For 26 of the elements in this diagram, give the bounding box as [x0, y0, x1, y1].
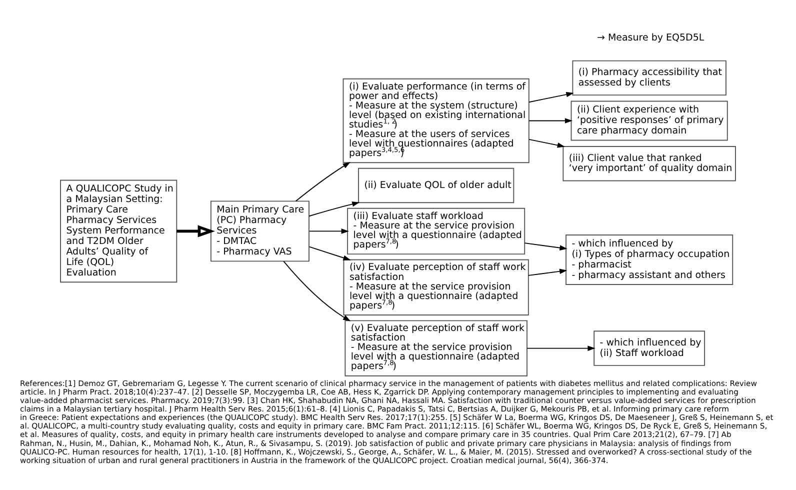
- arrow: [176, 225, 215, 238]
- arrow: [528, 268, 568, 276]
- node-box: - which influenced by (ii) Staff workload: [594, 330, 706, 366]
- node-box: (ii) Evaluate QOL of older adult: [358, 168, 514, 204]
- caption: References:[1] Demoz GT, Gebremariam G, Legesse Y. The current scenario of clinical pharmacy service in the management of patients with diabetes mellitus and related complications: Review article. In J Pharm Pract. 2018;10(4):237–47. [2] Desselle SP, Moczygemba LR, Coe AB, Hess K, Zgarrick DP. Applying contemporary management principles to implementing and evaluating value-added pharmacist services. Pharmacy. 2019;7(3):99. [3] Chan HK, Shahabudin NA, Ghani NA, Hassali MA. Satisfaction with traditional counter versus value-added services for prescription claims in a Malaysian tertiary hospital. J Pharm Health Serv Res. 2015;6(1):61–8. [4] Lionis C, Papadakis S, Tatsi C, Bertsias A, Duijker G, Mekouris PB, et al. Informing primary care reform in Greece: Patient expectations and experiences (the QUALICOPC study). BMC Health Serv Res. 2017;17(1):255. [5] Schäfer W La, Boerma WG, Kringos DS, De Maeseneer J, Greß S, Heinemann S, et al. QUALICOPC, a multi-country study evaluating quality, costs and equity in primary care. BMC Fam Pract. 2011;12:115. [6] Schäfer WL, Boerma WG, Kringos DS, De Ryck E, Greß S, Heinemann S, et al. Measures of quality, costs, and equity in primary health care instruments developed to analyse and compare primary care in 35 countries. Qual Prim Care 2013;21(2), 67–79. [7] Ab Rahman, N., Husin, M., Dahian, K., Mohamad Noh, K., Atun, R., & Sivasampu, S. (2019). Job satisfaction of public and private primary care physicians in Malaysia: analysis of findings from QUALICO-PC. Human resources for health, 17(1), 1-10. [8] Hoffmann, K., Wojczewski, S., George, A., Schäfer, W. L., & Maier, M. (2015). Stressed and overworked? A cross-sectional study of the working situation of urban and rural general practitioners in Austria in the framework of the QUALICOPC project. Croatian medical journal, 56(4), 366-374.: [20, 378, 774, 465]
- arrow: [528, 118, 573, 124]
- node-box: (i) Evaluate performance (in terms of power and effects) - Measure at the system (structure) level (based on existing international studies$^{1, 2}$) - Measure at the users of services level with questionnaires (adapted papers$^{3,4,5,6}$): [342, 78, 530, 164]
- arrow: [528, 138, 565, 148]
- arrow: [308, 228, 349, 234]
- node-box: - which influenced by (i) Types of pharmacy occupation - pharmacist - pharmacy assistant and others: [566, 234, 734, 285]
- arrow: [526, 346, 596, 351]
- arrow: [308, 246, 351, 260]
- node-box: (i) Pharmacy accessibility that assessed by clients: [572, 60, 726, 96]
- arrow: [524, 242, 568, 250]
- node-box: (iv) Evaluate perception of staff work satisfaction - Measure at the service provision level with a questionnaire (adapted papers$^{7,8}$): [343, 259, 529, 316]
- arrow: [528, 92, 574, 103]
- node-box: (ii) Client experience with ‘positive responses’ of primary care pharmacy domain: [570, 100, 728, 141]
- node-text: → Measure by EQ5D5L: [596, 32, 704, 44]
- arrow: [308, 202, 360, 217]
- node-box: (v) Evaluate perception of staff work satisfaction - Measure at the service provision level with a questionnaire (adapted papers$^{7,8}$): [344, 320, 528, 376]
- node-box: A QUALICOPC Study in a Malaysian Setting: Primary Care Pharmacy Services System Performance and T2DM Older Adults’ Quality of Life (QOL) Evaluation: [60, 180, 178, 283]
- node-box: (iii) Client value that ranked ‘very important’ of quality domain: [562, 146, 736, 182]
- arrow: [295, 162, 350, 202]
- node-box: (iii) Evaluate staff workload - Measure at the service provision level with a questionnaire (adapted papers$^{7,8}$): [347, 208, 526, 255]
- node-box: Main Primary Care (PC) Pharmacy Services - DMTAC - Pharmacy VAS: [210, 200, 310, 262]
- arrow: [283, 260, 351, 322]
